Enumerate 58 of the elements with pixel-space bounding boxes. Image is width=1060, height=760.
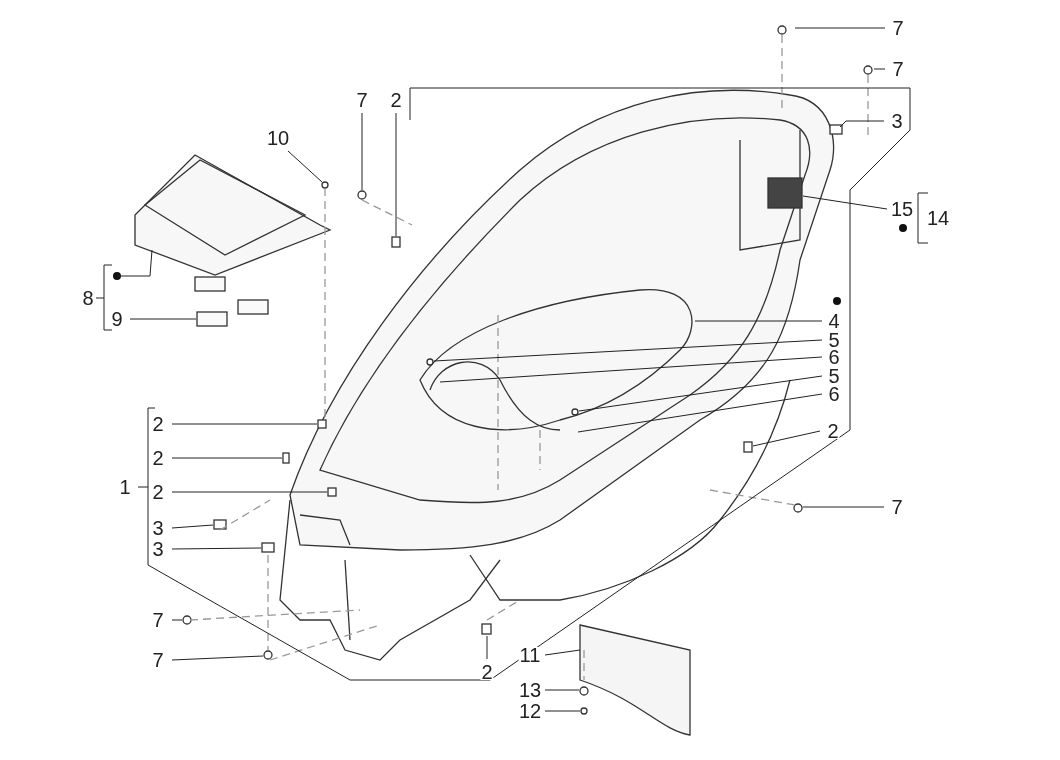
leader-line: [577, 393, 823, 433]
callout-number: 5: [827, 368, 841, 384]
leader-line: [839, 120, 885, 128]
leader-line: [129, 318, 197, 320]
leader-line: [395, 112, 397, 237]
callout-number: 1: [118, 479, 132, 495]
leader-line: [361, 112, 363, 191]
leader-line: [171, 655, 264, 661]
leader-line: [439, 356, 823, 383]
callout-number: 10: [265, 130, 291, 146]
leader-line: [171, 547, 262, 550]
leader-line: [802, 506, 885, 508]
callout-number: 2: [151, 484, 165, 500]
callout-number: 8: [81, 290, 95, 306]
callout-number: 3: [151, 520, 165, 536]
callout-number: 7: [890, 499, 904, 515]
callout-number: 2: [389, 92, 403, 108]
callout-number: 9: [110, 311, 124, 327]
callout-number: 2: [480, 664, 494, 680]
callout-number: 7: [151, 612, 165, 628]
callout-number: 3: [151, 541, 165, 557]
leader-line: [802, 195, 888, 210]
leader-line: [544, 689, 580, 691]
leader-line: [917, 192, 929, 244]
leader-line: [287, 150, 323, 183]
leader-line: [873, 68, 886, 70]
leader-line: [171, 457, 283, 459]
callout-number: 15: [889, 201, 915, 217]
leader-line: [171, 423, 318, 425]
callout-number: 7: [355, 92, 369, 108]
leader-line: [794, 27, 886, 29]
callout-number: 7: [151, 652, 165, 668]
leader-line: [171, 524, 214, 529]
leader-line: [171, 619, 183, 621]
callout-number: 2: [151, 416, 165, 432]
leader-line: [752, 430, 821, 447]
leader-line: [433, 339, 823, 362]
callout-number: 6: [827, 386, 841, 402]
leader-line: [486, 635, 488, 660]
callout-number: 11: [518, 647, 542, 663]
callout-number: 7: [891, 61, 905, 77]
leader-line: [694, 320, 823, 322]
callout-number: 14: [925, 210, 951, 226]
callout-number: 5: [827, 332, 841, 348]
callout-number: 13: [517, 682, 543, 698]
leader-line: [95, 249, 153, 331]
callout-number: 12: [517, 703, 543, 719]
callout-number: 4: [827, 313, 841, 329]
leader-line: [544, 649, 581, 656]
leader-line: [578, 375, 823, 412]
leader-line: [544, 710, 581, 712]
callout-number: 3: [890, 113, 904, 129]
callout-number: 7: [891, 20, 905, 36]
leader-line: [137, 87, 911, 681]
callout-number: 6: [827, 349, 841, 365]
callout-number: 2: [826, 423, 840, 439]
callout-number: 2: [151, 450, 165, 466]
leader-line: [171, 491, 328, 493]
